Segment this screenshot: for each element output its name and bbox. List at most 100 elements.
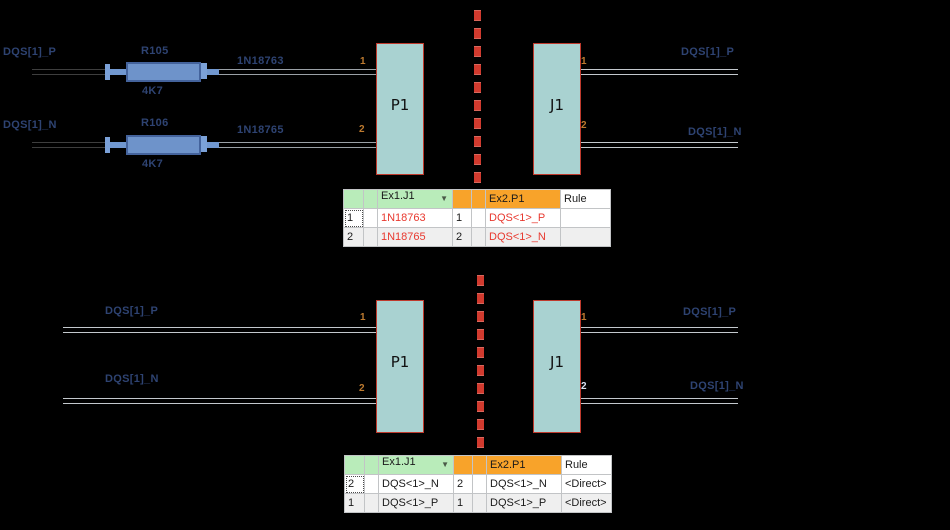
cell-left-net[interactable]: 1N18765 — [377, 227, 453, 247]
table-row: 1 DQS<1>_P 1 DQS<1>_P <Direct> — [344, 493, 612, 513]
cell-left-net[interactable]: DQS<1>_N — [378, 474, 454, 494]
wire-dqs1p-left-2[interactable] — [63, 327, 376, 333]
cell-spacer[interactable] — [363, 227, 378, 247]
cell-row-index[interactable]: 2 — [343, 227, 364, 247]
resistor-r105-body[interactable] — [126, 62, 201, 82]
spacer-header — [364, 455, 379, 475]
resistor-value-r105: 4K7 — [142, 85, 164, 97]
cell-right-net[interactable]: DQS<1>_N — [485, 227, 561, 247]
cell-spacer[interactable] — [364, 474, 379, 494]
net-label-dqs1p-right[interactable]: DQS[1]_P — [681, 46, 735, 58]
wire-dqs1n-right[interactable] — [581, 142, 738, 148]
cell-spacer[interactable] — [363, 208, 378, 228]
cell-spacer[interactable] — [472, 493, 487, 513]
cell-rule[interactable] — [560, 208, 611, 228]
p1-pin1-number-2: 1 — [360, 312, 366, 323]
net-label-dqs1n-right-2[interactable]: DQS[1]_N — [690, 380, 744, 392]
p1-pin2-number: 2 — [359, 124, 365, 135]
cell-right-net[interactable]: DQS<1>_N — [486, 474, 562, 494]
cell-spacer[interactable] — [472, 474, 487, 494]
cell-spacer[interactable] — [471, 227, 486, 247]
cell-spacer[interactable] — [364, 493, 379, 513]
connector-p1-label: P1 — [390, 96, 410, 114]
cell-pin[interactable]: 1 — [452, 208, 472, 228]
column-header-ex2p1[interactable]: Ex2.P1 — [486, 455, 562, 475]
cell-pin[interactable]: 2 — [452, 227, 472, 247]
partition-divider-bottom — [477, 275, 484, 453]
cell-rule[interactable] — [560, 227, 611, 247]
net-label-dqs1p-left-2[interactable]: DQS[1]_P — [105, 305, 159, 317]
cell-rule[interactable]: <Direct> — [561, 493, 612, 513]
resistor-ref-r105: R105 — [141, 45, 169, 57]
net-label-1n18765[interactable]: 1N18765 — [237, 124, 284, 136]
cell-spacer[interactable] — [471, 208, 486, 228]
resistor-r106-lead-left — [110, 142, 126, 148]
cell-left-net[interactable]: DQS<1>_P — [378, 493, 454, 513]
cell-right-net[interactable]: DQS<1>_P — [485, 208, 561, 228]
spacer-header — [363, 189, 378, 209]
cell-pin[interactable]: 2 — [453, 474, 473, 494]
j1-pin1-number: 1 — [581, 56, 587, 67]
row-header-corner[interactable] — [343, 189, 364, 209]
j1-pin2-number: 2 — [581, 120, 587, 131]
column-header-ex1j1[interactable]: Ex1.J1▼ — [377, 189, 453, 209]
row-header-corner[interactable] — [344, 455, 365, 475]
pin-mapping-table-bottom: Ex1.J1▼ Ex2.P1 Rule 2 DQS<1>_N 2 DQS<1>_… — [344, 455, 612, 513]
table-row: 1 1N18763 1 DQS<1>_P — [343, 208, 611, 228]
table-header-row: Ex1.J1▼ Ex2.P1 Rule — [343, 189, 611, 209]
table-row: 2 1N18765 2 DQS<1>_N — [343, 227, 611, 247]
cell-row-index[interactable]: 2 — [344, 474, 365, 494]
p1-pin1-number: 1 — [360, 56, 366, 67]
j1-pin1-number-2: 1 — [581, 312, 587, 323]
wire-dqs1n-stub[interactable] — [32, 142, 106, 148]
resistor-r106-pin-left — [105, 137, 110, 153]
wire-dqs1p-right[interactable] — [581, 69, 738, 75]
j1-pin2-number-2: 2 — [581, 381, 587, 392]
table-row: 2 DQS<1>_N 2 DQS<1>_N <Direct> — [344, 474, 612, 494]
pin-header — [453, 455, 473, 475]
wire-dqs1n-right-2[interactable] — [581, 398, 738, 404]
resistor-r105-lead-right — [207, 69, 219, 75]
column-header-ex2p1[interactable]: Ex2.P1 — [485, 189, 561, 209]
resistor-ref-r106: R106 — [141, 117, 169, 129]
net-label-1n18763[interactable]: 1N18763 — [237, 55, 284, 67]
resistor-r106-body[interactable] — [126, 135, 201, 155]
dropdown-arrow-icon[interactable]: ▼ — [440, 194, 448, 203]
resistor-r105-lead-left — [110, 69, 126, 75]
net-label-dqs1n-left-2[interactable]: DQS[1]_N — [105, 373, 159, 385]
net-label-dqs1p-right-2[interactable]: DQS[1]_P — [683, 306, 737, 318]
partition-divider-top — [474, 10, 481, 188]
resistor-r106-lead-right — [207, 142, 219, 148]
cell-row-index[interactable]: 1 — [343, 208, 364, 228]
cell-row-index[interactable]: 1 — [344, 493, 365, 513]
connector-j1-bottom[interactable]: J1 — [533, 300, 581, 433]
spacer-header — [472, 455, 487, 475]
wire-net-1n18765[interactable] — [219, 142, 376, 148]
resistor-r105-pin-right — [201, 63, 207, 79]
column-header-rule[interactable]: Rule — [560, 189, 611, 209]
net-label-dqs1n-right[interactable]: DQS[1]_N — [688, 126, 742, 138]
wire-net-1n18763[interactable] — [219, 69, 376, 75]
spacer-header — [471, 189, 486, 209]
column-header-rule[interactable]: Rule — [561, 455, 612, 475]
connector-p1-bottom[interactable]: P1 — [376, 300, 424, 433]
net-label-dqs1p-left[interactable]: DQS[1]_P — [3, 46, 57, 58]
pin-mapping-table-top: Ex1.J1▼ Ex2.P1 Rule 1 1N18763 1 DQS<1>_P… — [343, 189, 611, 247]
connector-j1-label: J1 — [550, 353, 564, 371]
connector-j1-top[interactable]: J1 — [533, 43, 581, 175]
connector-p1-top[interactable]: P1 — [376, 43, 424, 175]
cell-rule[interactable]: <Direct> — [561, 474, 612, 494]
table-header-row: Ex1.J1▼ Ex2.P1 Rule — [344, 455, 612, 475]
pin-header — [452, 189, 472, 209]
resistor-r105-pin-left — [105, 64, 110, 80]
wire-dqs1n-left-2[interactable] — [63, 398, 376, 404]
cell-pin[interactable]: 1 — [453, 493, 473, 513]
wire-dqs1p-right-2[interactable] — [581, 327, 738, 333]
net-label-dqs1n-left[interactable]: DQS[1]_N — [3, 119, 57, 131]
dropdown-arrow-icon[interactable]: ▼ — [441, 460, 449, 469]
cell-left-net[interactable]: 1N18763 — [377, 208, 453, 228]
cell-right-net[interactable]: DQS<1>_P — [486, 493, 562, 513]
wire-dqs1p-stub[interactable] — [32, 69, 106, 75]
column-header-ex1j1[interactable]: Ex1.J1▼ — [378, 455, 454, 475]
